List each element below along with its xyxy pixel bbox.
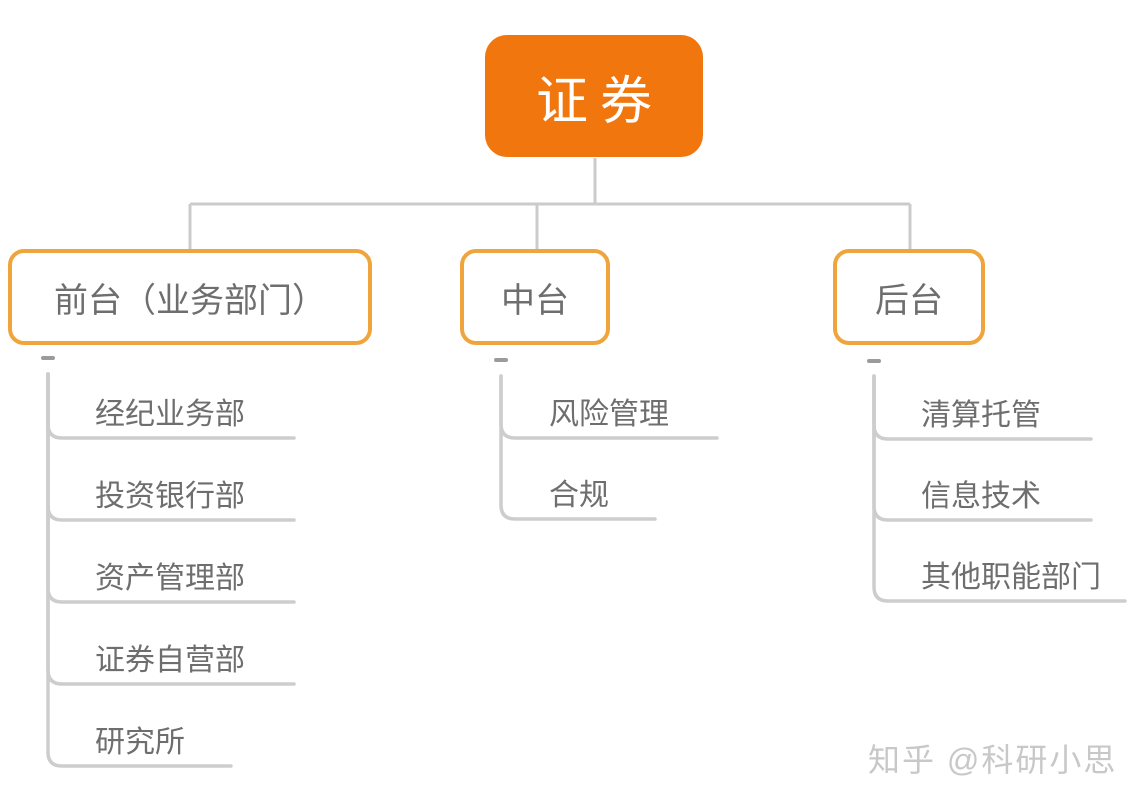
child-topic[interactable]: 经纪业务部 <box>95 398 245 431</box>
collapse-handle-front-office[interactable] <box>41 356 55 360</box>
branch-topic-middle-office[interactable]: 中台 <box>460 249 610 345</box>
child-topic[interactable]: 风险管理 <box>549 398 669 431</box>
root-topic[interactable]: 证券 <box>485 35 703 157</box>
back-office-child-connectors <box>872 374 1127 603</box>
child-topic[interactable]: 信息技术 <box>921 480 1041 513</box>
child-topic[interactable]: 投资银行部 <box>95 480 245 513</box>
collapse-handle-back-office[interactable] <box>867 359 881 363</box>
child-topic[interactable]: 资产管理部 <box>95 562 245 595</box>
watermark: 知乎 @科研小思 <box>868 742 1118 778</box>
branch-topic-front-office[interactable]: 前台（业务部门） <box>8 249 372 345</box>
branch-topic-label: 前台（业务部门） <box>54 281 326 320</box>
child-topic[interactable]: 研究所 <box>95 726 185 759</box>
child-topic[interactable]: 其他职能部门 <box>921 561 1101 594</box>
front-office-child-connectors <box>46 372 296 768</box>
branch-topic-back-office[interactable]: 后台 <box>833 249 985 345</box>
branch-topic-label: 后台 <box>875 281 943 320</box>
child-topic[interactable]: 清算托管 <box>921 399 1041 432</box>
root-branch-connectors <box>188 158 912 250</box>
branch-topic-label: 中台 <box>501 281 569 320</box>
child-topic[interactable]: 证券自营部 <box>95 644 245 677</box>
child-topic[interactable]: 合规 <box>549 479 609 512</box>
middle-office-child-connectors <box>499 374 719 521</box>
root-topic-label: 证券 <box>535 72 664 131</box>
collapse-handle-middle-office[interactable] <box>494 358 508 362</box>
